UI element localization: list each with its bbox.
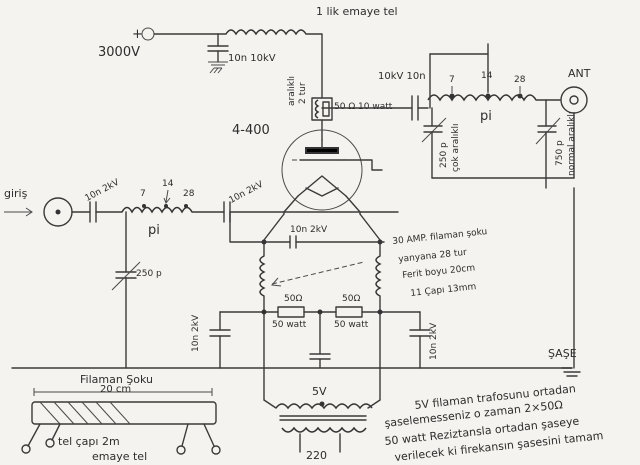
label-res-right: 50Ω [342,294,361,304]
label-tune-cap-b: çok aralıklı [451,123,461,172]
label-wire-note-a: tel çapı 2m [58,435,120,448]
label-fil-cap-mid: 10n 2kV [290,225,328,235]
label-pi-out-tap-7: 7 [449,75,455,85]
filament-choke-left [259,255,266,297]
label-pi-in-tap-28: 28 [183,189,195,199]
pi-input-coil [121,206,193,214]
filament-network [11,187,581,453]
plate-suppressor [311,97,413,141]
hv-feed [141,27,323,99]
label-choke-title: Filaman Şoku [80,373,154,386]
label-suppressor-res: 50 Ω 10 watt [334,102,393,112]
label-res-left: 50Ω [284,294,303,304]
label-pi-out: pi [480,109,492,124]
label-in-var-cap: 250 p [136,269,162,279]
label-hv-cap: 10n 10kV [228,53,276,64]
label-pi-in-tap-14: 14 [162,179,174,189]
choke-drawing [21,388,221,455]
label-top-wire-note: 1 lik emaye tel [316,5,398,18]
label-load-cap-b: normal aralıklı [567,111,577,176]
label-tune-cap-a: 250 p [439,142,449,168]
label-hv-voltage: 3000V [98,45,140,60]
label-pi-out-tap-14: 14 [481,71,493,81]
label-bypass-left: 10n 2kV [191,314,201,352]
label-wire-note-b: emaye tel [92,450,148,463]
label-choke-len: 20 cm [100,384,132,395]
pi-output [411,43,588,189]
label-hv-plus: + [132,27,143,42]
input-section [4,189,399,369]
label-out-cap: 10kV 10n [378,71,426,82]
label-ground: ŞAŞE [548,347,577,360]
label-mains: 220 [306,449,327,462]
label-suppressor-turns-a: aralıklı [287,76,297,106]
label-pi-out-tap-28: 28 [514,75,526,85]
label-ant: ANT [568,67,591,80]
label-input: giriş [4,187,28,200]
tube-4-400 [281,129,383,213]
hv-choke-coil [225,29,307,36]
filament-choke-right [375,255,382,297]
label-tube: 4-400 [232,123,270,138]
label-pi-in: pi [148,223,160,238]
label-fil-transformer: 5V [312,385,327,398]
label-pi-in-tap-7: 7 [140,189,146,199]
label-res-left-w: 50 watt [272,320,307,330]
label-res-right-w: 50 watt [334,320,369,330]
label-load-cap-a: 750 p [555,140,565,166]
label-bypass-right: 10n 2kV [429,322,439,360]
label-suppressor-turns-b: 2 tur [298,82,308,104]
